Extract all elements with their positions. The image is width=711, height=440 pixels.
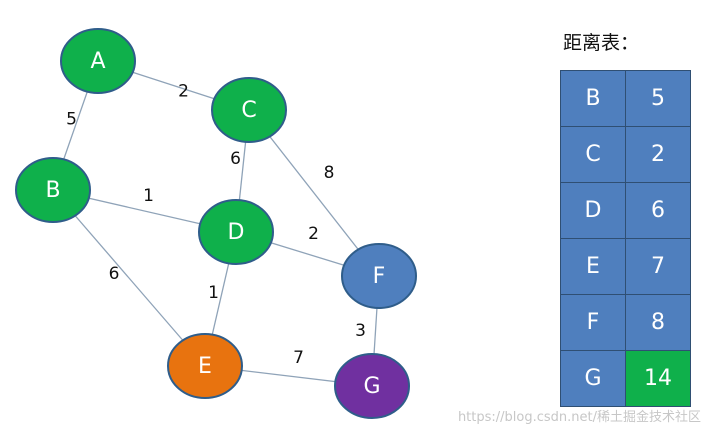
node-label: F [373, 264, 386, 289]
node-circle [341, 243, 417, 309]
edge-weight-e-g: 7 [293, 348, 304, 368]
distance-value-cell: 2 [625, 126, 691, 183]
node-c: C [211, 77, 287, 143]
node-g: G [334, 353, 410, 419]
edge-weight-b-e: 6 [109, 264, 120, 284]
distance-node-cell: E [560, 238, 626, 295]
node-b: B [15, 157, 91, 223]
node-circle [198, 199, 274, 265]
edge-weight-f-g: 3 [355, 321, 366, 341]
distance-table-title: 距离表： [563, 32, 640, 54]
weights-layer: 2 5 6 8 1 6 2 1 3 7 [66, 82, 366, 369]
distance-value-cell: 14 [625, 350, 691, 407]
node-f: F [341, 243, 417, 309]
node-label: G [363, 374, 380, 399]
node-label: C [241, 98, 256, 123]
distance-value-cell: 8 [625, 294, 691, 351]
node-d: D [198, 199, 274, 265]
node-e: E [167, 333, 243, 399]
nodes-layer: A B C D E F G [15, 28, 417, 419]
edge-weight-a-c: 2 [178, 82, 189, 102]
distance-node-cell: F [560, 294, 626, 351]
distance-node-cell: G [560, 350, 626, 407]
distance-node-cell: C [560, 126, 626, 183]
edge-weight-d-e: 1 [208, 283, 219, 303]
edge-weight-a-b: 5 [66, 110, 77, 130]
node-label: D [228, 220, 245, 245]
edge-b-e [52, 189, 206, 367]
node-circle [167, 333, 243, 399]
distance-value-cell: 7 [625, 238, 691, 295]
edge-weight-d-f: 2 [308, 224, 319, 244]
distance-node-cell: B [560, 70, 626, 127]
node-circle [334, 353, 410, 419]
edge-weight-c-f: 8 [324, 163, 335, 183]
node-circle [60, 28, 136, 94]
node-label: B [45, 178, 60, 203]
distance-value-cell: 6 [625, 182, 691, 239]
node-label: E [198, 354, 212, 379]
distance-node-cell: D [560, 182, 626, 239]
edge-weight-b-d: 1 [143, 186, 154, 206]
edge-c-f [248, 109, 380, 277]
node-a: A [60, 28, 136, 94]
edge-weight-c-d: 6 [230, 149, 241, 169]
watermark: https://blog.csdn.net/稀土掘金技术社区 [457, 410, 701, 425]
node-circle [15, 157, 91, 223]
distance-value-cell: 5 [625, 70, 691, 127]
node-circle [211, 77, 287, 143]
node-label: A [90, 49, 105, 74]
